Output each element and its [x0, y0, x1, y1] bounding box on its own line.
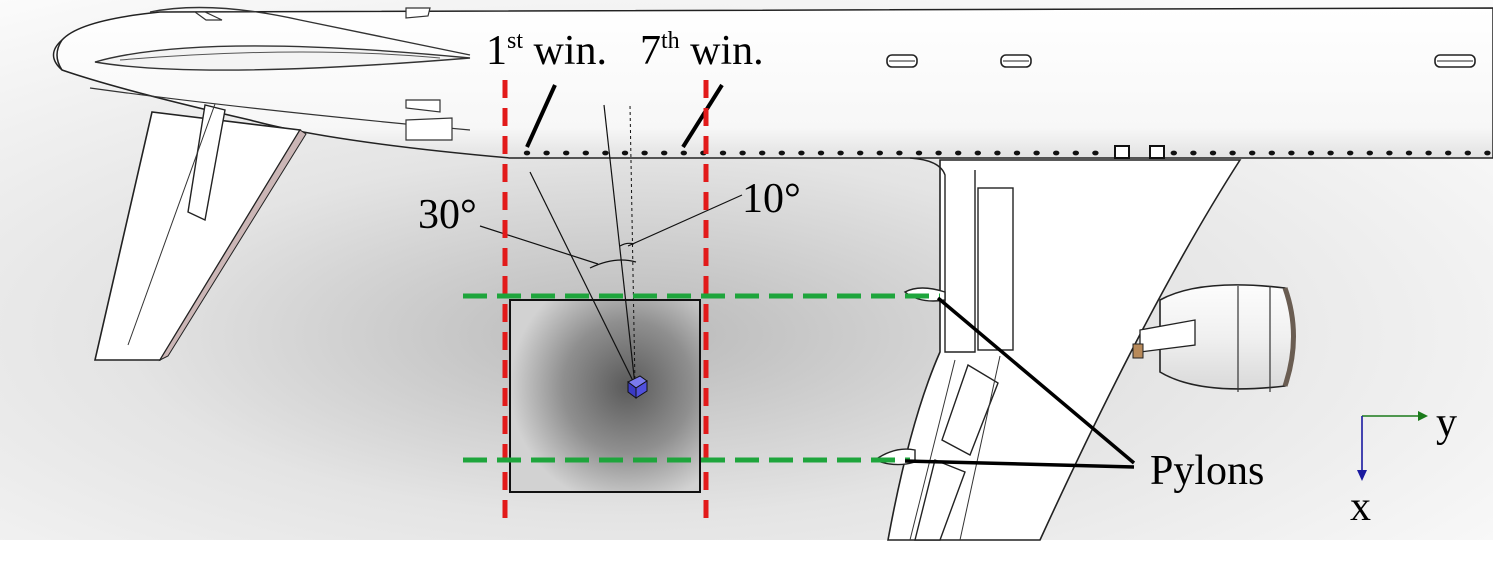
cabin-window-dot: [641, 150, 648, 156]
cabin-window-dot: [1190, 150, 1197, 156]
cabin-window-dot: [1445, 150, 1452, 156]
cabin-window-dot: [974, 150, 981, 156]
angle-10-label: 10°: [742, 176, 801, 222]
view-ray-normal: [629, 104, 636, 386]
axis-x-label: x: [1350, 484, 1371, 530]
wing-root-fairing: [909, 157, 976, 353]
engine-fan-rim: [1282, 287, 1296, 387]
cabin-window-dot: [1366, 150, 1374, 156]
cabin-window-dot: [602, 150, 609, 156]
cabin-window-dot: [1425, 150, 1432, 156]
main-wing: [887, 159, 1242, 541]
cabin-window-dot: [1347, 150, 1354, 156]
win1-pointer: [525, 84, 557, 148]
cabin-window-dot: [1092, 150, 1099, 156]
engine-exhaust: [1132, 343, 1144, 359]
cabin-window-dot: [1229, 150, 1236, 156]
angle-10-leader: [627, 194, 743, 247]
angle-30-leader: [479, 225, 599, 265]
cabin-window-dot: [621, 150, 629, 156]
cabin-window-dot: [935, 150, 942, 156]
cabin-window-dot: [915, 150, 923, 156]
cabin-window-dot: [543, 150, 550, 156]
angle-arc-30: [589, 259, 637, 269]
nose-panel: [94, 45, 471, 71]
source-cube-icon: [627, 375, 648, 399]
cabin-window-dot: [896, 150, 903, 156]
angle-30-label: 30°: [418, 192, 477, 238]
small-hatch-1: [405, 99, 441, 113]
cabin-window-dot: [798, 150, 805, 156]
cabin-window-dot: [759, 150, 766, 156]
cabin-window-dot: [1013, 150, 1021, 156]
shadow-box: [509, 299, 701, 493]
cabin-window-dot: [876, 150, 883, 156]
win7-pointer: [681, 83, 724, 149]
wing-rib-2: [959, 355, 1001, 541]
canopy-frame: [149, 6, 471, 56]
cabin-window-dot: [1170, 150, 1178, 156]
small-hatch-3: [405, 7, 431, 19]
pylons-label: Pylons: [1150, 448, 1264, 494]
cabin-window-dot: [1249, 150, 1256, 156]
cabin-window-dot: [1464, 150, 1472, 156]
nose-outline: [56, 39, 63, 71]
cabin-window-dot: [1268, 150, 1276, 156]
wing-panel-1: [977, 187, 1014, 351]
cabin-window-dot: [563, 150, 570, 156]
cabin-window-dot: [1053, 150, 1060, 156]
vertical-fin-left: [193, 11, 223, 21]
cabin-window-dot: [1327, 150, 1334, 156]
cabin-window-dot: [1288, 150, 1295, 156]
wing-flap-2: [914, 459, 966, 541]
cabin-window-dot: [739, 150, 746, 156]
door-window-1: [1114, 145, 1130, 159]
cabin-window-dot: [523, 150, 531, 156]
wing-flap-1: [941, 363, 999, 456]
cabin-window-dot: [1209, 150, 1217, 156]
nose-panel-inner: [119, 51, 441, 61]
cabin-window-dot: [582, 150, 589, 156]
cabin-window-dots: [523, 150, 1491, 156]
win7-label: 7th win.: [640, 28, 764, 74]
left-wing-rib: [127, 103, 216, 346]
cabin-window-dot: [837, 150, 844, 156]
left-wing-trailing: [158, 129, 307, 362]
bottom-margin: [0, 540, 1493, 564]
cabin-window-dot: [955, 150, 962, 156]
cabin-window-dot: [1033, 150, 1040, 156]
cabin-window-dot: [1386, 150, 1393, 156]
cabin-window-dot: [661, 150, 668, 156]
wing-rib-1: [909, 359, 956, 541]
cabin-window-dot: [1072, 150, 1080, 156]
cabin-window-dot: [1405, 150, 1413, 156]
win1-label: 1st win.: [486, 28, 607, 74]
pylon-leader-upper: [936, 296, 1136, 465]
cabin-window-dot: [857, 150, 864, 156]
coordinate-axes-icon: [1357, 411, 1428, 481]
cabin-window-dot: [817, 150, 825, 156]
cabin-window-dot: [778, 150, 785, 156]
cabin-window-dot: [994, 150, 1001, 156]
view-ray-10: [603, 104, 636, 386]
cabin-window-dot: [680, 150, 687, 156]
axis-y-label: y: [1436, 400, 1457, 446]
small-hatch-2: [405, 117, 453, 141]
pylon-leader-lower: [904, 459, 1135, 469]
left-wing-flap: [187, 104, 226, 222]
cabin-window-dot: [719, 150, 727, 156]
cabin-window-dot: [1484, 150, 1491, 156]
door-window-2: [1149, 145, 1165, 159]
cabin-window-dot: [1307, 150, 1315, 156]
view-ray-30: [529, 171, 636, 386]
